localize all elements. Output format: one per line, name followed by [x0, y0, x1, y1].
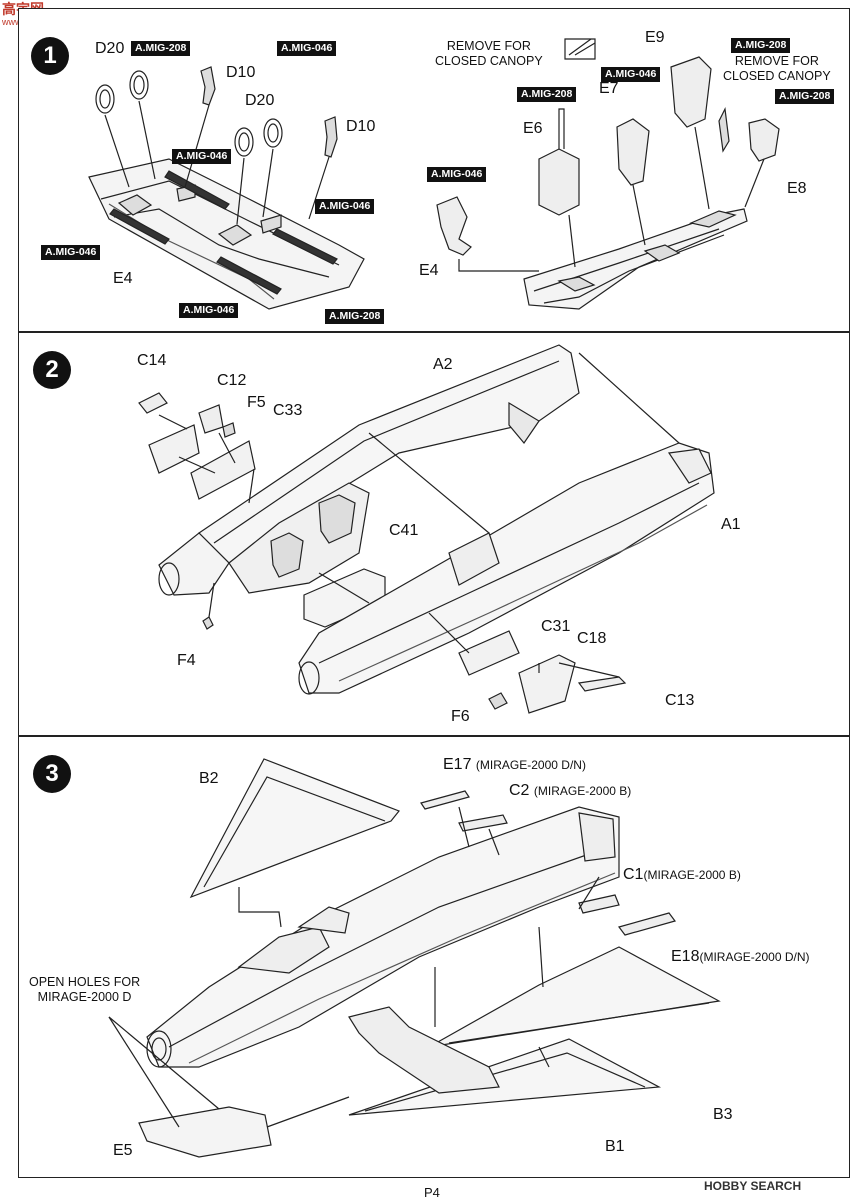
paint-tag: A.MIG-046 — [427, 167, 487, 182]
part-label-c33: C33 — [273, 402, 303, 419]
part-label-e4: E4 — [113, 270, 133, 287]
part-label-e6: E6 — [523, 120, 543, 137]
part-label-e7: E7 — [599, 80, 619, 97]
part-label-a1: A1 — [721, 516, 741, 533]
variant-note: (MIRAGE-2000 D/N) — [699, 950, 810, 964]
part-label-d10: D10 — [226, 64, 256, 81]
part-label-b1: B1 — [605, 1138, 625, 1155]
paint-tag: A.MIG-046 — [601, 67, 661, 82]
part-label-f6: F6 — [451, 708, 470, 725]
part-label-c18: C18 — [577, 630, 607, 647]
note-remove-for-closed-canopy: REMOVE FOR CLOSED CANOPY — [723, 54, 831, 83]
paint-tag: A.MIG-046 — [315, 199, 375, 214]
paint-tag: A.MIG-208 — [731, 38, 791, 53]
part-label-f4: F4 — [177, 652, 196, 669]
part-label-e9: E9 — [645, 29, 665, 46]
part-label-c41: C41 — [389, 522, 419, 539]
paint-tag: A.MIG-208 — [131, 41, 191, 56]
note-remove-for-closed-canopy: REMOVE FOR CLOSED CANOPY — [435, 39, 543, 68]
paint-tag: A.MIG-046 — [179, 303, 239, 318]
paint-tag: A.MIG-208 — [775, 89, 835, 104]
paint-tag: A.MIG-046 — [172, 149, 232, 164]
part-label-c31: C31 — [541, 618, 571, 635]
step-number: 3 — [33, 755, 71, 793]
variant-note: (MIRAGE-2000 B) — [533, 784, 632, 798]
part-label-d20: D20 — [95, 40, 125, 57]
step-number: 2 — [33, 351, 71, 389]
watermark-bottom: HOBBY SEARCH — [704, 1179, 802, 1193]
variant-note: (MIRAGE-2000 D/N) — [475, 758, 586, 772]
step-number: 1 — [31, 37, 69, 75]
part-label-b2: B2 — [199, 770, 219, 787]
variant-note: (MIRAGE-2000 B) — [643, 868, 741, 882]
paint-tag: A.MIG-046 — [277, 41, 337, 56]
step-1-drawing — [19, 9, 851, 333]
part-label-a2: A2 — [433, 356, 453, 373]
paint-tag: A.MIG-208 — [325, 309, 385, 324]
part-label-b3: B3 — [713, 1106, 733, 1123]
part-label-c12: C12 — [217, 372, 247, 389]
page-number: P4 — [424, 1185, 440, 1200]
part-label-c2: C2 (MIRAGE-2000 B) — [509, 782, 632, 799]
paint-tag: A.MIG-208 — [517, 87, 577, 102]
note-open-holes: OPEN HOLES FOR MIRAGE-2000 D — [29, 975, 141, 1004]
step-2-panel: 2 C14 C12 F5 C33 A2 A1 C41 F4 C31 C18 C1… — [18, 332, 850, 736]
step-2-drawing — [19, 333, 851, 737]
part-label-e8: E8 — [787, 180, 807, 197]
part-label-d20: D20 — [245, 92, 275, 109]
part-label-e4: E4 — [419, 262, 439, 279]
step-1-panel: 1 D20 D10 D20 D10 E4 REMOVE FOR CLOSED C… — [18, 8, 850, 332]
part-label-c14: C14 — [137, 352, 167, 369]
part-label-d10: D10 — [346, 118, 376, 135]
part-label-e17: E17 (MIRAGE-2000 D/N) — [443, 756, 586, 773]
part-label-e18: E18(MIRAGE-2000 D/N) — [671, 948, 810, 965]
part-label-f5: F5 — [247, 394, 266, 411]
part-label-c1: C1(MIRAGE-2000 B) — [623, 866, 741, 883]
step-3-panel: 3 B2 E17 (MIRAGE-2000 D/N) C2 (MIRAGE-20… — [18, 736, 850, 1178]
paint-tag: A.MIG-046 — [41, 245, 101, 260]
part-label-c13: C13 — [665, 692, 695, 709]
part-label-e5: E5 — [113, 1142, 133, 1159]
step-3-drawing — [19, 737, 851, 1179]
